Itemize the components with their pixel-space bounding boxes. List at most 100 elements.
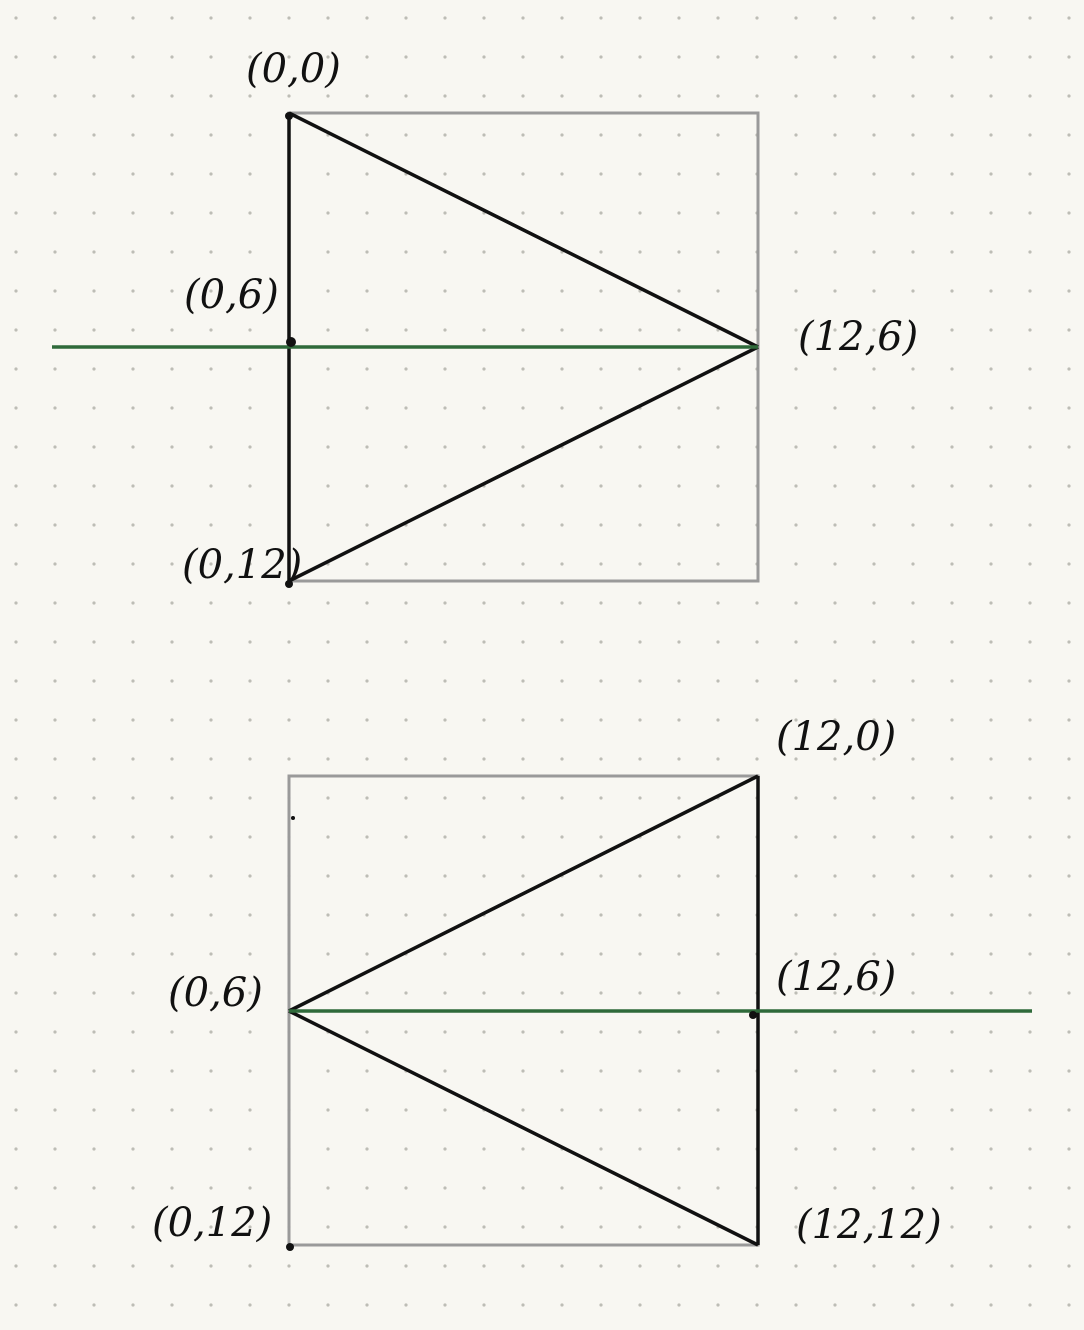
grid-dot [248,1030,252,1034]
grid-dot [794,16,798,20]
grid-dot [482,718,486,722]
grid-dot [989,55,993,59]
grid-dot [53,367,57,371]
grid-dot [950,367,954,371]
grid-dot [1067,172,1071,176]
grid-dot [92,952,96,956]
grid-dot [950,640,954,644]
grid-dot [131,1147,135,1151]
grid-dot [131,94,135,98]
grid-dot [872,991,876,995]
grid-dot [53,835,57,839]
grid-dot [755,601,759,605]
grid-dot [131,484,135,488]
grid-dot [53,796,57,800]
grid-dot [170,1186,174,1190]
grid-dot [521,835,525,839]
grid-dot [950,757,954,761]
grid-dot [92,1225,96,1229]
grid-dot [92,991,96,995]
grid-dot [716,562,720,566]
grid-dot [872,757,876,761]
grid-dot [482,1264,486,1268]
grid-dot [443,1225,447,1229]
grid-dot [560,835,564,839]
grid-dot [443,1264,447,1268]
grid-dot [560,1186,564,1190]
grid-dot [404,913,408,917]
grid-dot [560,1108,564,1112]
grid-dot [287,16,291,20]
grid-dot [209,328,213,332]
grid-dot [560,55,564,59]
grid-dot [209,679,213,683]
grid-dot [326,952,330,956]
grid-dot [950,913,954,917]
grid-dot [209,796,213,800]
grid-dot [131,835,135,839]
grid-dot [833,640,837,644]
grid-dot [209,1147,213,1151]
grid-dot [599,718,603,722]
grid-dot [248,718,252,722]
grid-dot [482,172,486,176]
grid-dot [92,523,96,527]
grid-dot [209,913,213,917]
grid-dot [1067,523,1071,527]
label-bottom-top-right: (12,0) [776,714,896,760]
grid-dot [248,874,252,878]
grid-dot [989,601,993,605]
grid-dot [365,562,369,566]
grid-dot [53,484,57,488]
grid-dot [404,16,408,20]
grid-dot [170,913,174,917]
grid-dot [1028,913,1032,917]
grid-dot [989,1069,993,1073]
grid-dot [716,835,720,839]
grid-dot [989,874,993,878]
grid-dot [326,1264,330,1268]
grid-dot [209,601,213,605]
grid-dot [599,913,603,917]
grid-dot [911,445,915,449]
grid-dot [131,172,135,176]
grid-dot [794,1264,798,1268]
grid-dot [53,250,57,254]
grid-dot [638,640,642,644]
grid-dot [14,1147,18,1151]
grid-dot [599,94,603,98]
grid-dot [209,406,213,410]
grid-dot [14,640,18,644]
grid-dot [677,679,681,683]
grid-dot [14,835,18,839]
grid-dot [872,562,876,566]
grid-dot [131,874,135,878]
grid-dot [794,445,798,449]
grid-dot [365,1108,369,1112]
grid-dot [92,406,96,410]
grid-dot [443,172,447,176]
grid-dot [404,1225,408,1229]
grid-dot [53,718,57,722]
grid-dot [92,1303,96,1307]
grid-dot [248,250,252,254]
grid-dot [14,523,18,527]
grid-dot [248,562,252,566]
grid-dot [950,328,954,332]
grid-dot [14,406,18,410]
grid-dot [950,1030,954,1034]
grid-dot [443,1186,447,1190]
grid-dot [950,445,954,449]
grid-dot [404,328,408,332]
grid-dot [950,250,954,254]
grid-dot [599,952,603,956]
grid-dot [560,16,564,20]
grid-dot [599,1264,603,1268]
grid-dot [1067,445,1071,449]
grid-dot [716,211,720,215]
grid-dot [560,211,564,215]
grid-dot [794,952,798,956]
grid-dot [482,289,486,293]
grid-dot [560,94,564,98]
grid-dot [482,952,486,956]
